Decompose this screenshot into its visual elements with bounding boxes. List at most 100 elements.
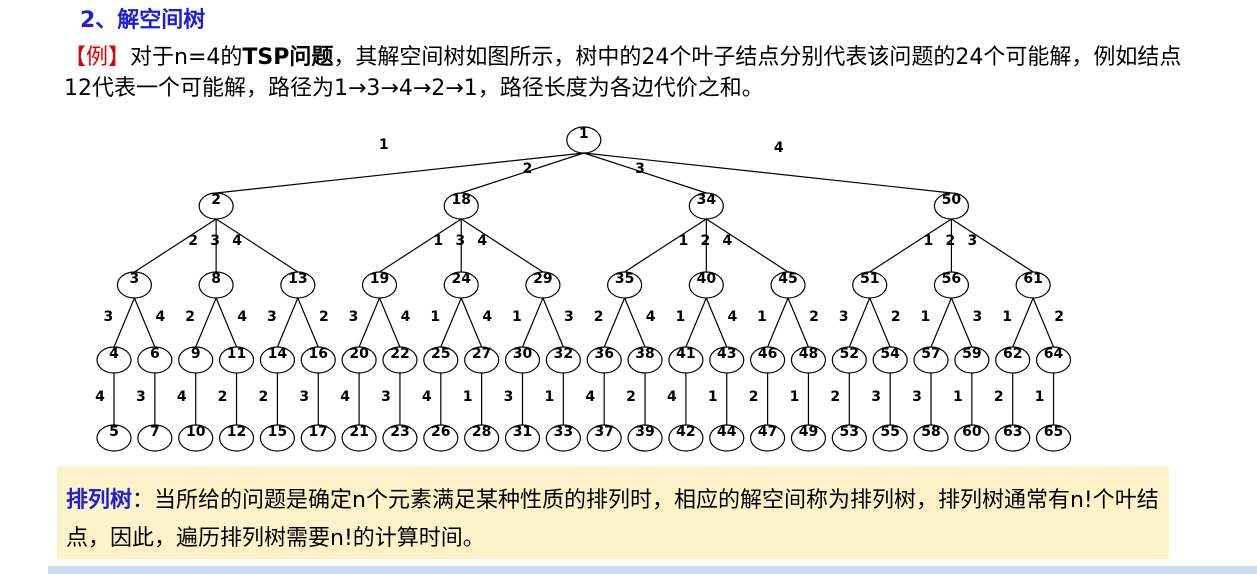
node-ellipse [218,346,255,374]
tree-node: 65 [1035,424,1072,452]
edge-label: 1 [1002,309,1012,325]
node-label: 37 [594,424,613,440]
node-ellipse [1035,424,1072,452]
node-label: 28 [472,424,491,440]
node-ellipse [831,346,867,374]
tree-node: 62 [995,346,1031,374]
tree-node: 49 [790,424,827,452]
edge-label: 3 [968,233,978,249]
edge-label: 1 [379,137,389,153]
node-label: 24 [451,271,471,287]
edge-label: 1 [544,389,554,405]
edge-label: 3 [839,309,849,325]
node-label: 42 [676,424,695,440]
node-ellipse [913,424,949,452]
tree-node: 16 [300,346,336,374]
tree-node: 52 [831,346,867,374]
node-ellipse [872,424,908,452]
node-label: 14 [268,346,288,362]
node-ellipse [198,192,234,220]
node-ellipse [770,271,806,299]
node-label: 5 [109,424,119,440]
edge-label: 3 [381,389,391,405]
tree-node: 43 [709,346,745,374]
edge-label: 1 [675,309,685,325]
node-ellipse [545,424,581,452]
edge-label: 3 [104,309,114,325]
edge-label: 1 [790,389,800,405]
node-label: 55 [880,424,899,440]
node-label: 31 [513,424,532,440]
tree-edge [624,297,646,348]
tree-node: 19 [361,271,398,299]
tree-node: 61 [1015,271,1051,299]
node-ellipse [607,271,643,299]
tree-node: 48 [790,346,827,374]
node-ellipse [198,271,234,299]
node-ellipse [464,346,500,374]
tree-node: 8 [198,271,234,299]
edge-label: 3 [136,389,146,405]
node-label: 1 [579,126,589,142]
node-label: 4 [109,346,119,362]
tree-node: 31 [504,424,541,452]
tree-node: 30 [504,346,541,374]
tree-node: 42 [668,424,704,452]
node-label: 29 [533,271,552,287]
node-ellipse [443,192,479,220]
node-label: 27 [472,346,491,362]
node-ellipse [566,126,602,154]
node-label: 8 [211,271,221,287]
edge-label: 2 [188,233,198,249]
tree-node: 20 [341,346,377,374]
node-ellipse [749,346,786,374]
tree-node: 32 [545,346,581,374]
edge-label: 1 [430,309,440,325]
tree-edge [542,297,564,348]
tree-node: 47 [749,424,786,452]
node-ellipse [178,346,214,374]
tree-node: 54 [872,346,908,374]
edge-label: 4 [722,233,732,249]
tree-edge [358,297,381,348]
node-label: 22 [390,346,409,362]
node-label: 3 [130,271,140,287]
tree-edge [113,297,135,348]
node-ellipse [709,346,745,374]
edge-label: 1 [512,309,522,325]
node-label: 62 [1003,346,1022,362]
node-ellipse [300,346,336,374]
node-ellipse [954,424,990,452]
edge-label: 4 [177,389,187,405]
tree-edge [930,297,952,348]
node-label: 64 [1044,346,1064,362]
node-ellipse [464,424,500,452]
edge-label: 1 [433,233,443,249]
node-label: 53 [840,424,859,440]
tree-edge [624,218,707,273]
node-label: 26 [431,424,450,440]
edge-label: 2 [994,389,1004,405]
tree-node: 21 [341,424,377,452]
node-ellipse [178,424,214,452]
tree-edge [521,297,544,348]
edge-label: 3 [455,233,465,249]
edge-label: 1 [921,309,931,325]
node-ellipse [790,346,827,374]
tree-edge [848,297,871,348]
node-label: 65 [1044,424,1063,440]
node-ellipse [361,271,398,299]
node-label: 18 [451,192,470,208]
edge-label: 4 [477,233,487,249]
tree-edge [133,297,156,348]
edge-label: 3 [973,309,983,325]
edge-label: 4 [401,309,411,325]
node-label: 12 [227,424,246,440]
node-label: 7 [150,424,160,440]
edge-label: 4 [237,309,247,325]
edge-label: 2 [594,309,604,325]
tree-node: 13 [280,271,316,299]
node-label: 41 [676,346,695,362]
node-ellipse [1035,346,1072,374]
